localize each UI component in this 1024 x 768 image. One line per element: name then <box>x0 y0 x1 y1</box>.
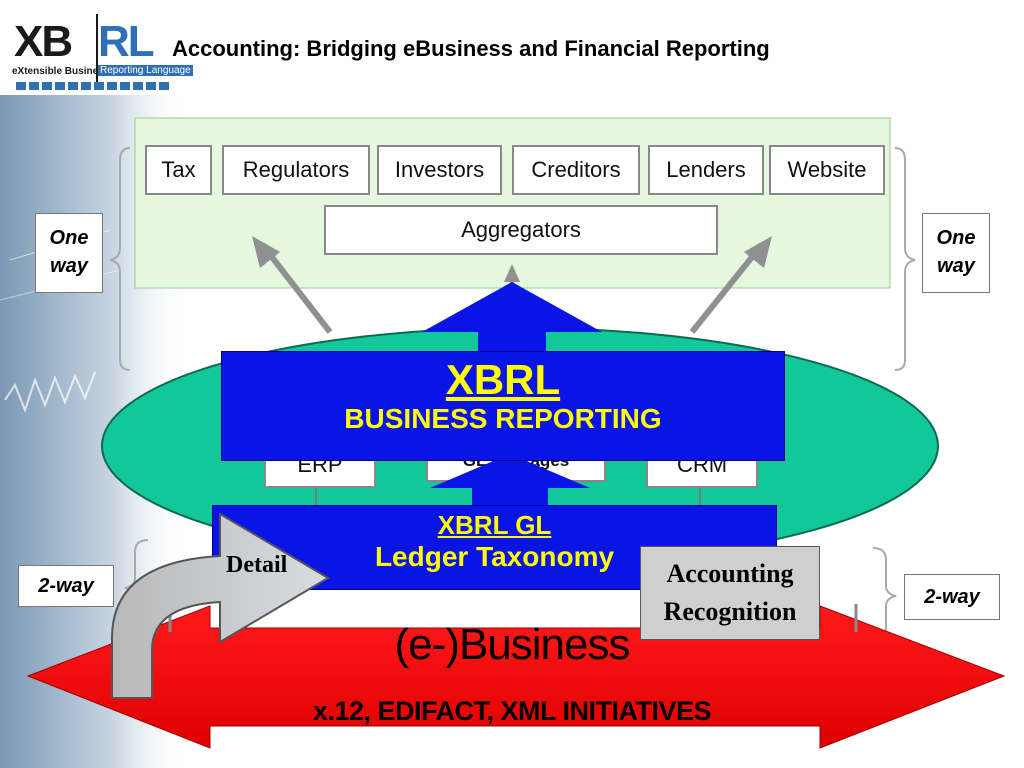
waveform-decor <box>4 371 96 413</box>
xbrl-business-reporting-box: XBRL BUSINESS REPORTING <box>221 351 785 461</box>
right-top-bracket <box>894 147 916 371</box>
one-way-right-label: One way <box>922 213 990 293</box>
consumer-investors: Investors <box>377 145 502 195</box>
logo-subtitle-left: eXtensible Business <box>12 66 110 77</box>
consumer-tax: Tax <box>145 145 212 195</box>
ebusiness-title: (e-)Business <box>394 620 631 669</box>
detail-label: Detail <box>226 552 288 578</box>
grey-arrow-right <box>689 250 759 334</box>
logo-stripes <box>16 82 172 90</box>
xbrl-up-arrow-head <box>422 282 602 354</box>
one-way-left-label: One way <box>35 213 103 293</box>
xbrl-title: XBRL <box>445 356 561 403</box>
xbrl-gl-subtitle: Ledger Taxonomy <box>374 541 615 572</box>
right-bottom-bracket <box>872 547 897 637</box>
detail-curved-arrow <box>111 512 330 699</box>
logo-divider <box>96 14 98 90</box>
aggregators-box: Aggregators <box>324 205 718 255</box>
consumer-regulators: Regulators <box>222 145 370 195</box>
logo-subtitle-right: Reporting Language <box>98 65 193 76</box>
two-way-right-label: 2-way <box>904 574 1000 620</box>
logo-mark-right: RL <box>98 17 155 66</box>
xbrl-logo: XB RL eXtensible Business Reporting Lang… <box>6 12 193 92</box>
ebusiness-subtitle: x.12, EDIFACT, XML INITIATIVES <box>312 696 712 726</box>
left-top-bracket <box>109 147 131 371</box>
ebusiness-double-arrow <box>26 605 1006 749</box>
logo-mark-left: XB <box>14 17 73 66</box>
consumer-panel <box>134 117 891 289</box>
gl-up-arrow <box>430 454 590 510</box>
consumer-website: Website <box>769 145 885 195</box>
two-way-left-label: 2-way <box>18 565 114 607</box>
consumer-creditors: Creditors <box>512 145 640 195</box>
accounting-recognition-box: Accounting Recognition <box>640 546 820 640</box>
consumer-lenders: Lenders <box>648 145 764 195</box>
slide-title: Accounting: Bridging eBusiness and Finan… <box>172 36 770 61</box>
xbrl-subtitle: BUSINESS REPORTING <box>344 403 662 434</box>
grey-arrow-left <box>265 250 333 334</box>
xbrl-gl-title: XBRL GL <box>437 510 552 540</box>
